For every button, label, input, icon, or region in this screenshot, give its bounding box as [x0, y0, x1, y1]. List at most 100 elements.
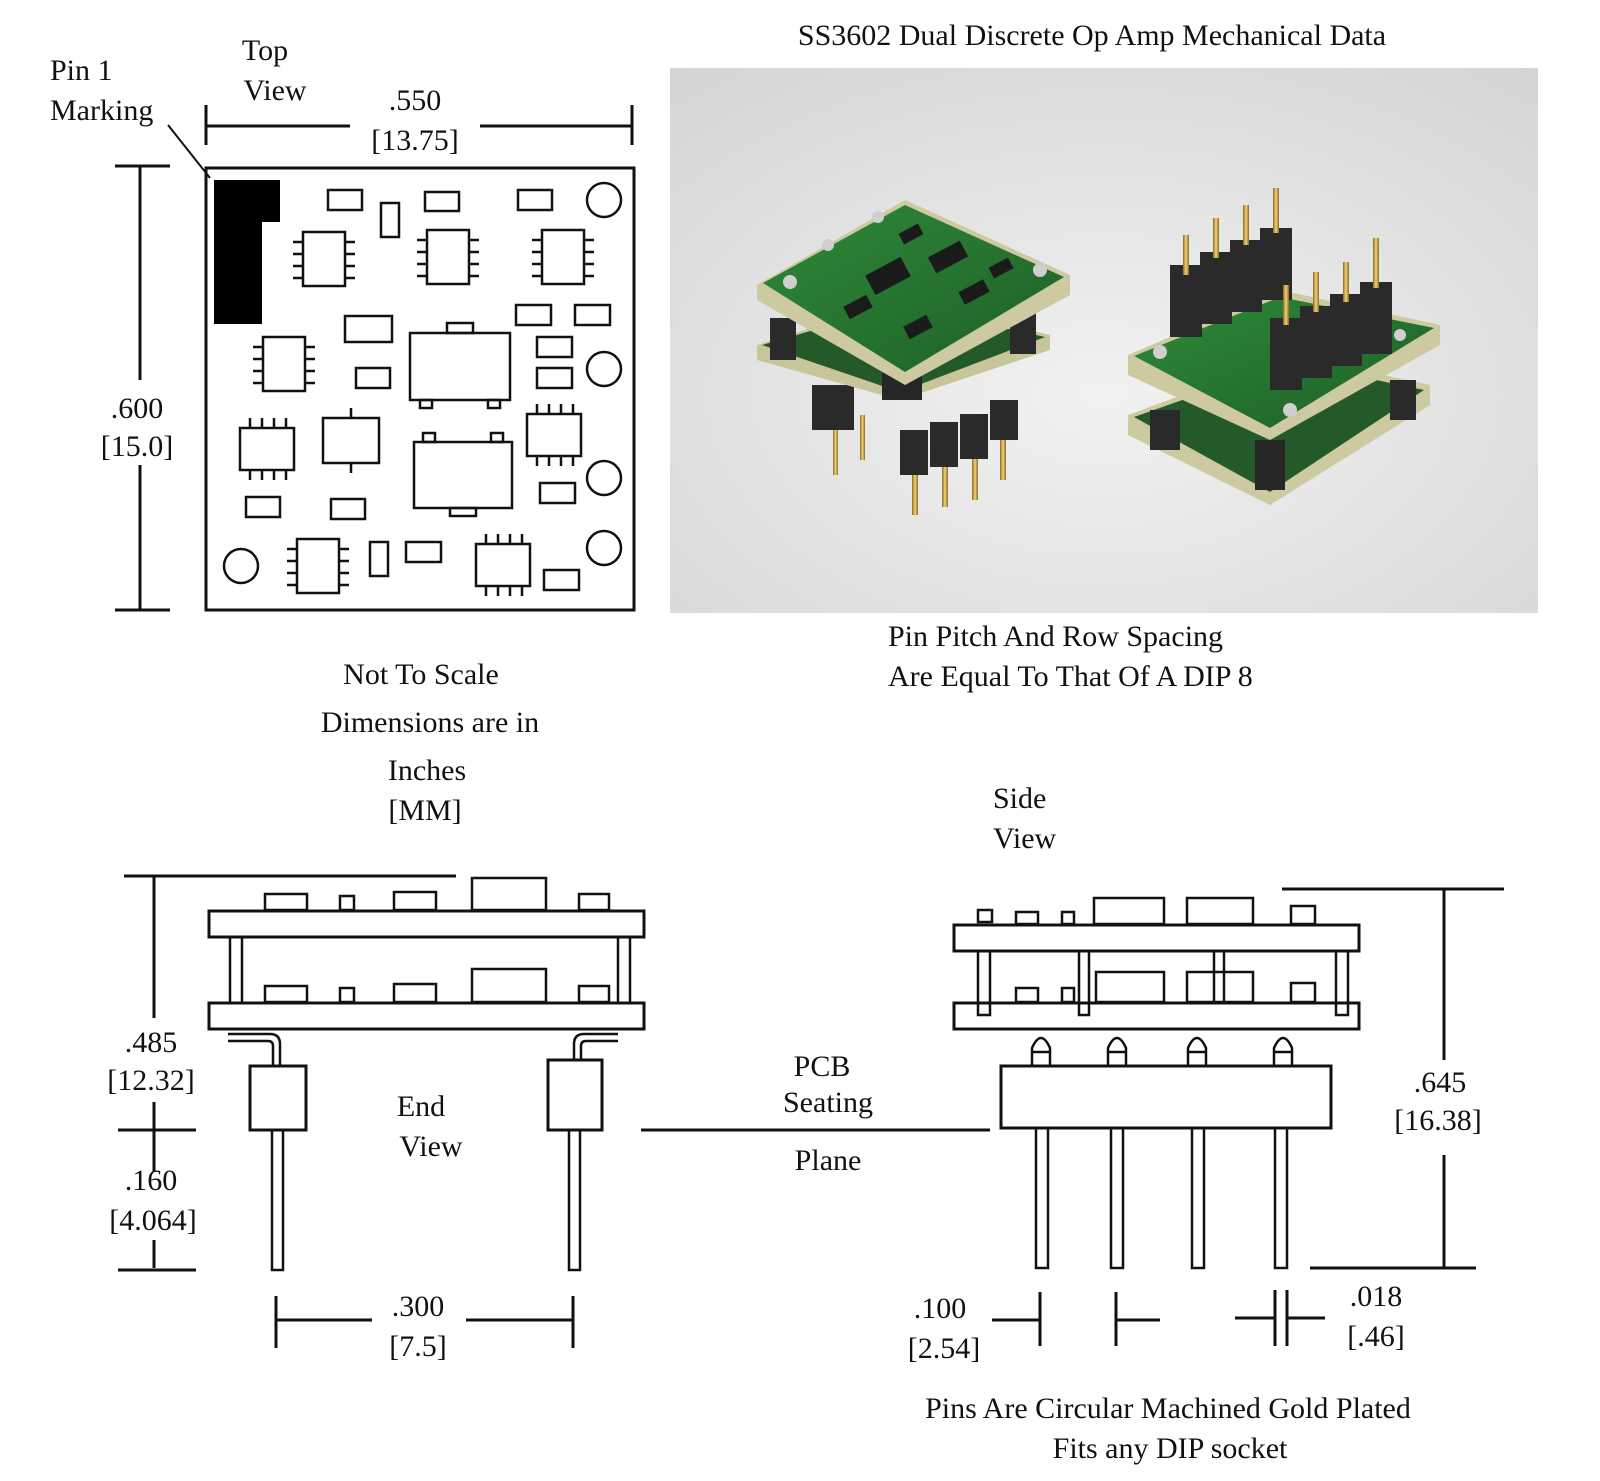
pin-right — [567, 1128, 582, 1272]
seating-plane-2: Seating — [783, 1086, 873, 1119]
ic — [253, 335, 315, 393]
end-view-lower-components — [263, 967, 611, 1004]
note-mm: [MM] — [388, 794, 461, 827]
side-pin-tops — [1030, 1036, 1294, 1066]
pin-dia-mm: [.46] — [1347, 1320, 1404, 1353]
ic — [532, 228, 594, 286]
passive — [244, 495, 282, 519]
side-view — [952, 887, 1504, 1346]
passive — [368, 540, 390, 578]
passive — [573, 303, 612, 327]
pin-dia-in: .018 — [1350, 1280, 1403, 1313]
top-view-label-1: Top — [242, 34, 288, 67]
note-not-to-scale: Not To Scale — [343, 658, 499, 691]
footer-line-2: Fits any DIP socket — [1053, 1432, 1288, 1465]
ic — [417, 228, 479, 286]
pitch-in: .100 — [914, 1292, 967, 1325]
width-mm: [13.75] — [371, 124, 458, 157]
passive — [404, 540, 443, 564]
hole — [585, 181, 623, 219]
end-view-upper-components — [263, 876, 611, 912]
side-header-body — [999, 1064, 1333, 1130]
hole — [585, 350, 623, 388]
row-spacing-mm: [7.5] — [389, 1330, 446, 1363]
side-upper-components — [976, 896, 1317, 926]
footer-line-1: Pins Are Circular Machined Gold Plated — [925, 1392, 1411, 1425]
top-view-label-2: View — [243, 74, 307, 107]
passive — [326, 188, 364, 212]
seating-plane-1: PCB — [794, 1050, 851, 1083]
passive — [514, 303, 553, 327]
side-height-mm: [16.38] — [1394, 1104, 1481, 1137]
passive — [535, 335, 574, 359]
photo-caption-1: Pin Pitch And Row Spacing — [888, 620, 1223, 653]
photo-caption-2: Are Equal To That Of A DIP 8 — [888, 660, 1253, 693]
passive — [535, 366, 574, 390]
end-height-in: .485 — [125, 1026, 178, 1059]
side-middle — [976, 949, 1350, 1017]
side-view-label-1: Side — [993, 782, 1046, 815]
side-pins — [1034, 1126, 1289, 1270]
pitch-mm: [2.54] — [908, 1332, 980, 1365]
pin1-marking — [214, 180, 280, 324]
lead-right-inner — [579, 1039, 618, 1060]
note-dimensions: Dimensions are in — [321, 706, 539, 739]
top-view-passives — [244, 188, 612, 592]
passive — [354, 366, 392, 390]
large-package — [412, 431, 514, 518]
passive — [516, 188, 554, 212]
ic — [525, 404, 583, 466]
socket-left — [248, 1064, 308, 1132]
end-view-top-board — [207, 909, 646, 939]
hole — [585, 459, 623, 497]
product-photo — [670, 68, 1538, 613]
end-view-label-1: End — [397, 1090, 445, 1123]
standoff — [616, 935, 632, 1005]
top-view-holes — [222, 181, 623, 585]
hole — [222, 547, 260, 585]
ic — [238, 418, 296, 480]
hole — [585, 529, 623, 567]
end-view — [118, 874, 646, 1348]
side-view-label-2: View — [993, 822, 1057, 855]
passive — [542, 568, 581, 592]
width-in: .550 — [389, 84, 442, 117]
end-pin-length-mm: [4.064] — [109, 1204, 196, 1237]
side-top-board — [952, 923, 1361, 953]
large-package — [408, 321, 512, 410]
socket-right — [546, 1058, 604, 1132]
passive — [538, 481, 577, 505]
ic — [474, 534, 532, 596]
passive — [423, 190, 461, 213]
pin1-leader — [167, 124, 211, 179]
passive — [343, 314, 394, 344]
pin-left — [270, 1128, 285, 1272]
top-view-ics — [238, 228, 594, 596]
pin1-label-2: Marking — [50, 94, 153, 127]
passive — [329, 497, 367, 521]
note-inches: Inches — [388, 754, 466, 787]
standoff — [228, 935, 244, 1005]
lead-left — [228, 1032, 282, 1066]
end-view-bottom-board — [207, 1001, 646, 1031]
lead-right — [572, 1032, 618, 1060]
height-mm: [15.0] — [101, 430, 173, 463]
ic — [293, 230, 355, 288]
side-height-in: .645 — [1414, 1066, 1467, 1099]
page-title: SS3602 Dual Discrete Op Amp Mechanical D… — [798, 19, 1386, 52]
passive — [379, 201, 401, 239]
pin1-label-1: Pin 1 — [50, 54, 113, 87]
ic — [321, 408, 381, 473]
seating-plane-3: Plane — [795, 1144, 862, 1177]
row-spacing-in: .300 — [392, 1290, 445, 1323]
lead-left-inner — [228, 1039, 275, 1066]
top-view-board-outline — [204, 166, 636, 612]
height-in: .600 — [111, 392, 164, 425]
end-view-label-2: View — [399, 1130, 463, 1163]
module-right — [1128, 188, 1440, 505]
end-height-mm: [12.32] — [107, 1064, 194, 1097]
top-view: Top View Pin 1 Marking .550 [13.75] .600… — [50, 34, 636, 612]
side-bottom-board — [952, 1001, 1361, 1031]
